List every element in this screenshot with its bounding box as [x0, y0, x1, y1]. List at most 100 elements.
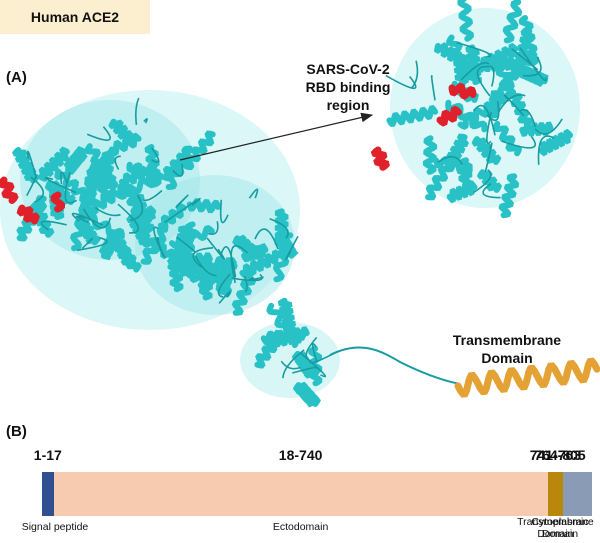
coil-segment [172, 163, 184, 177]
helix-ribbon [502, 0, 523, 44]
coil-segment [411, 60, 419, 89]
helix-ribbon [442, 133, 469, 172]
rbd-binding-region-zoom [370, 0, 580, 219]
coil-segment [175, 194, 189, 209]
helix-ribbon [122, 186, 147, 220]
coil-segment [143, 118, 148, 124]
coil-segment [71, 212, 104, 226]
coil-segment [94, 206, 121, 217]
helix-ribbon [272, 232, 294, 283]
figure-title: Human ACE2 [0, 0, 150, 34]
helix-ribbon [476, 169, 503, 193]
coil-segment [64, 171, 78, 204]
helix-ribbon [37, 146, 70, 183]
coil-segment [157, 236, 166, 259]
coil-segment [311, 343, 318, 363]
coil-segment [164, 197, 201, 224]
coil-segment [486, 101, 500, 122]
coil-segment [230, 245, 249, 284]
coil-segment [26, 150, 38, 179]
binding-patch [50, 191, 65, 213]
helix-ribbon [169, 258, 207, 284]
binding-patch [0, 176, 19, 204]
coil-segment [503, 94, 525, 117]
domain-bar [42, 472, 592, 516]
coil-segment [206, 237, 226, 260]
coil-segment [219, 199, 229, 224]
coil-segment [292, 366, 318, 374]
coil-segment [280, 360, 301, 370]
coil-segment [472, 169, 492, 194]
helix-ribbon [519, 121, 554, 137]
helix-ribbon [126, 161, 162, 185]
coil-segment [460, 62, 490, 81]
helix-ribbon [433, 42, 475, 71]
coil-segment [82, 208, 112, 229]
coil-segment [192, 247, 214, 268]
domain-segment [53, 472, 548, 516]
coil-segment [511, 48, 539, 71]
coil-segment [244, 275, 248, 293]
coil-segment [248, 276, 264, 281]
binding-patch [370, 146, 390, 171]
helix-ribbon [186, 198, 221, 214]
helix-ribbon [423, 135, 438, 175]
coil-segment [60, 171, 69, 185]
coil-segment [282, 349, 305, 379]
coil-segment [269, 217, 289, 239]
helix-ribbon [498, 173, 520, 219]
coil-segment [40, 220, 67, 231]
helix-ribbon [500, 50, 538, 89]
helix-ribbon [98, 228, 122, 261]
coil-segment [135, 97, 140, 125]
coil-segment [473, 104, 496, 136]
coil-segment [194, 255, 217, 277]
coil-segment [456, 41, 492, 58]
helix-ribbon [54, 168, 96, 206]
panel-label-a: (A) [6, 69, 27, 86]
domain-name-label: Transmembrane Domain [517, 516, 594, 540]
coil-segment [501, 135, 537, 149]
helix-ribbon [232, 234, 261, 258]
helix-ribbon [165, 145, 193, 190]
domain-name-label: Ectodomain [272, 521, 329, 533]
binding-patch [448, 82, 477, 100]
helix-ribbon [63, 145, 88, 175]
helix-ribbon [69, 204, 91, 252]
coil-segment [305, 336, 318, 362]
domain-segment [42, 472, 54, 516]
helix-ribbon [386, 105, 439, 127]
helix-ribbon [292, 381, 321, 408]
linker-coil [329, 346, 461, 385]
helix-ribbon [492, 120, 523, 157]
helix-ribbon [506, 89, 534, 128]
domain-range-label: 1-17 [33, 447, 62, 463]
transmembrane-domain-label: Transmembrane Domain [452, 332, 562, 366]
domain-segment [563, 472, 592, 516]
coil-segment [518, 108, 537, 128]
coil-segment [248, 188, 259, 199]
coil-segment [489, 65, 495, 87]
helix-ribbon [108, 132, 142, 156]
coil-segment [284, 235, 299, 261]
coil-segment [437, 155, 464, 165]
ace2-main-body [0, 90, 340, 408]
helix-ribbon [471, 136, 502, 165]
helix-ribbon [538, 128, 573, 157]
ace2-structure-illustration [0, 0, 600, 408]
helix-ribbon [457, 0, 474, 42]
coil-segment [537, 135, 555, 165]
coil-segment [75, 215, 89, 224]
coil-segment [534, 118, 563, 135]
coil-segment [385, 74, 417, 90]
domain-name-label: Cytoplasmic Domain [531, 516, 589, 540]
rbd-binding-region-label: SARS-CoV-2 RBD binding region [305, 61, 391, 113]
helix-ribbon [88, 161, 117, 186]
helix-ribbon [446, 180, 478, 204]
coil-segment [117, 203, 140, 234]
coil-segment [176, 236, 196, 253]
coil-segment [484, 142, 493, 172]
coil-segment [76, 236, 108, 252]
domain-segment [547, 472, 564, 516]
coil-segment [254, 228, 279, 250]
